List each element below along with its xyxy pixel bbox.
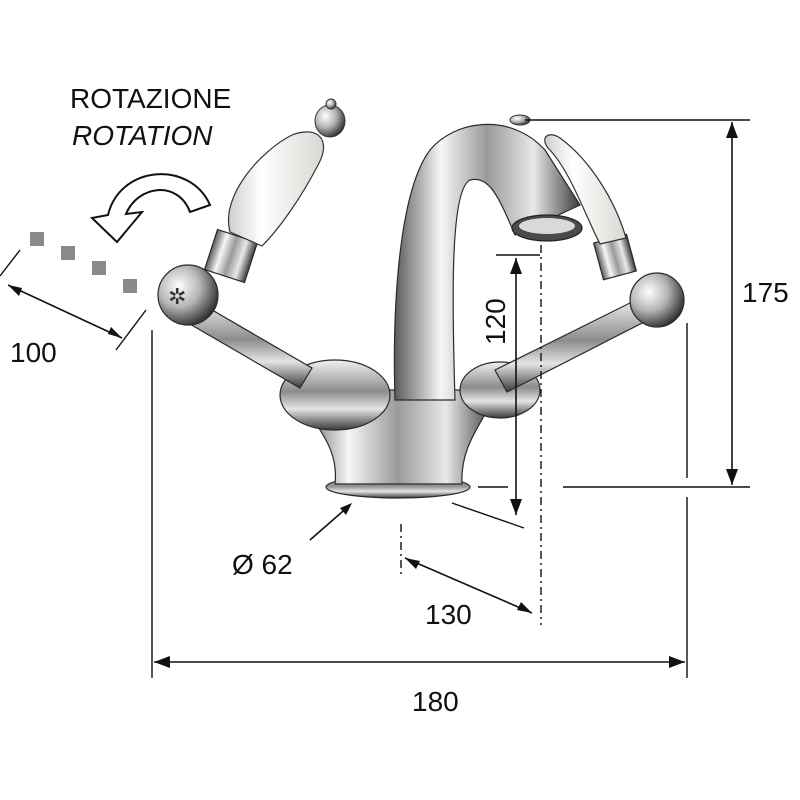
rotation-arrow-icon: [89, 173, 212, 244]
left-porcelain-handle: [227, 131, 324, 247]
dim-reach-label: 130: [425, 599, 472, 630]
dimension-handle-swing: [0, 249, 147, 351]
dimension-base-diameter: [309, 503, 352, 541]
rotation-marker-1: [30, 232, 44, 246]
rotation-label-it: ROTAZIONE: [70, 83, 231, 114]
right-porcelain-handle: [544, 134, 627, 245]
left-cross-mark-icon: ✲: [168, 285, 186, 310]
dim-height-label: 175: [742, 277, 789, 308]
dim-handle-label: 100: [10, 337, 57, 368]
dim-spout-height-label: 120: [480, 298, 511, 345]
rotation-marker-2: [61, 246, 75, 260]
rotation-label-en: ROTATION: [72, 120, 213, 151]
dimension-overall-width: [151, 323, 688, 678]
dimension-spout-height: [451, 254, 540, 529]
left-lever-stem: [203, 228, 259, 284]
dim-width-label: 180: [412, 686, 459, 717]
rotation-marker-3: [92, 261, 106, 275]
dimension-overall-height: [525, 119, 750, 488]
right-end-knob: [629, 272, 685, 328]
rotation-marker-4: [123, 279, 137, 293]
dimension-reach: [404, 557, 533, 614]
faucet-spout: [393, 123, 581, 401]
left-hub: [279, 359, 391, 431]
left-end-knob: [157, 264, 219, 326]
right-arm: [494, 297, 653, 393]
dim-base-label: Ø 62: [232, 549, 293, 580]
faucet-illustration: ✲: [157, 98, 685, 499]
handle-rotation-path: [30, 232, 137, 293]
